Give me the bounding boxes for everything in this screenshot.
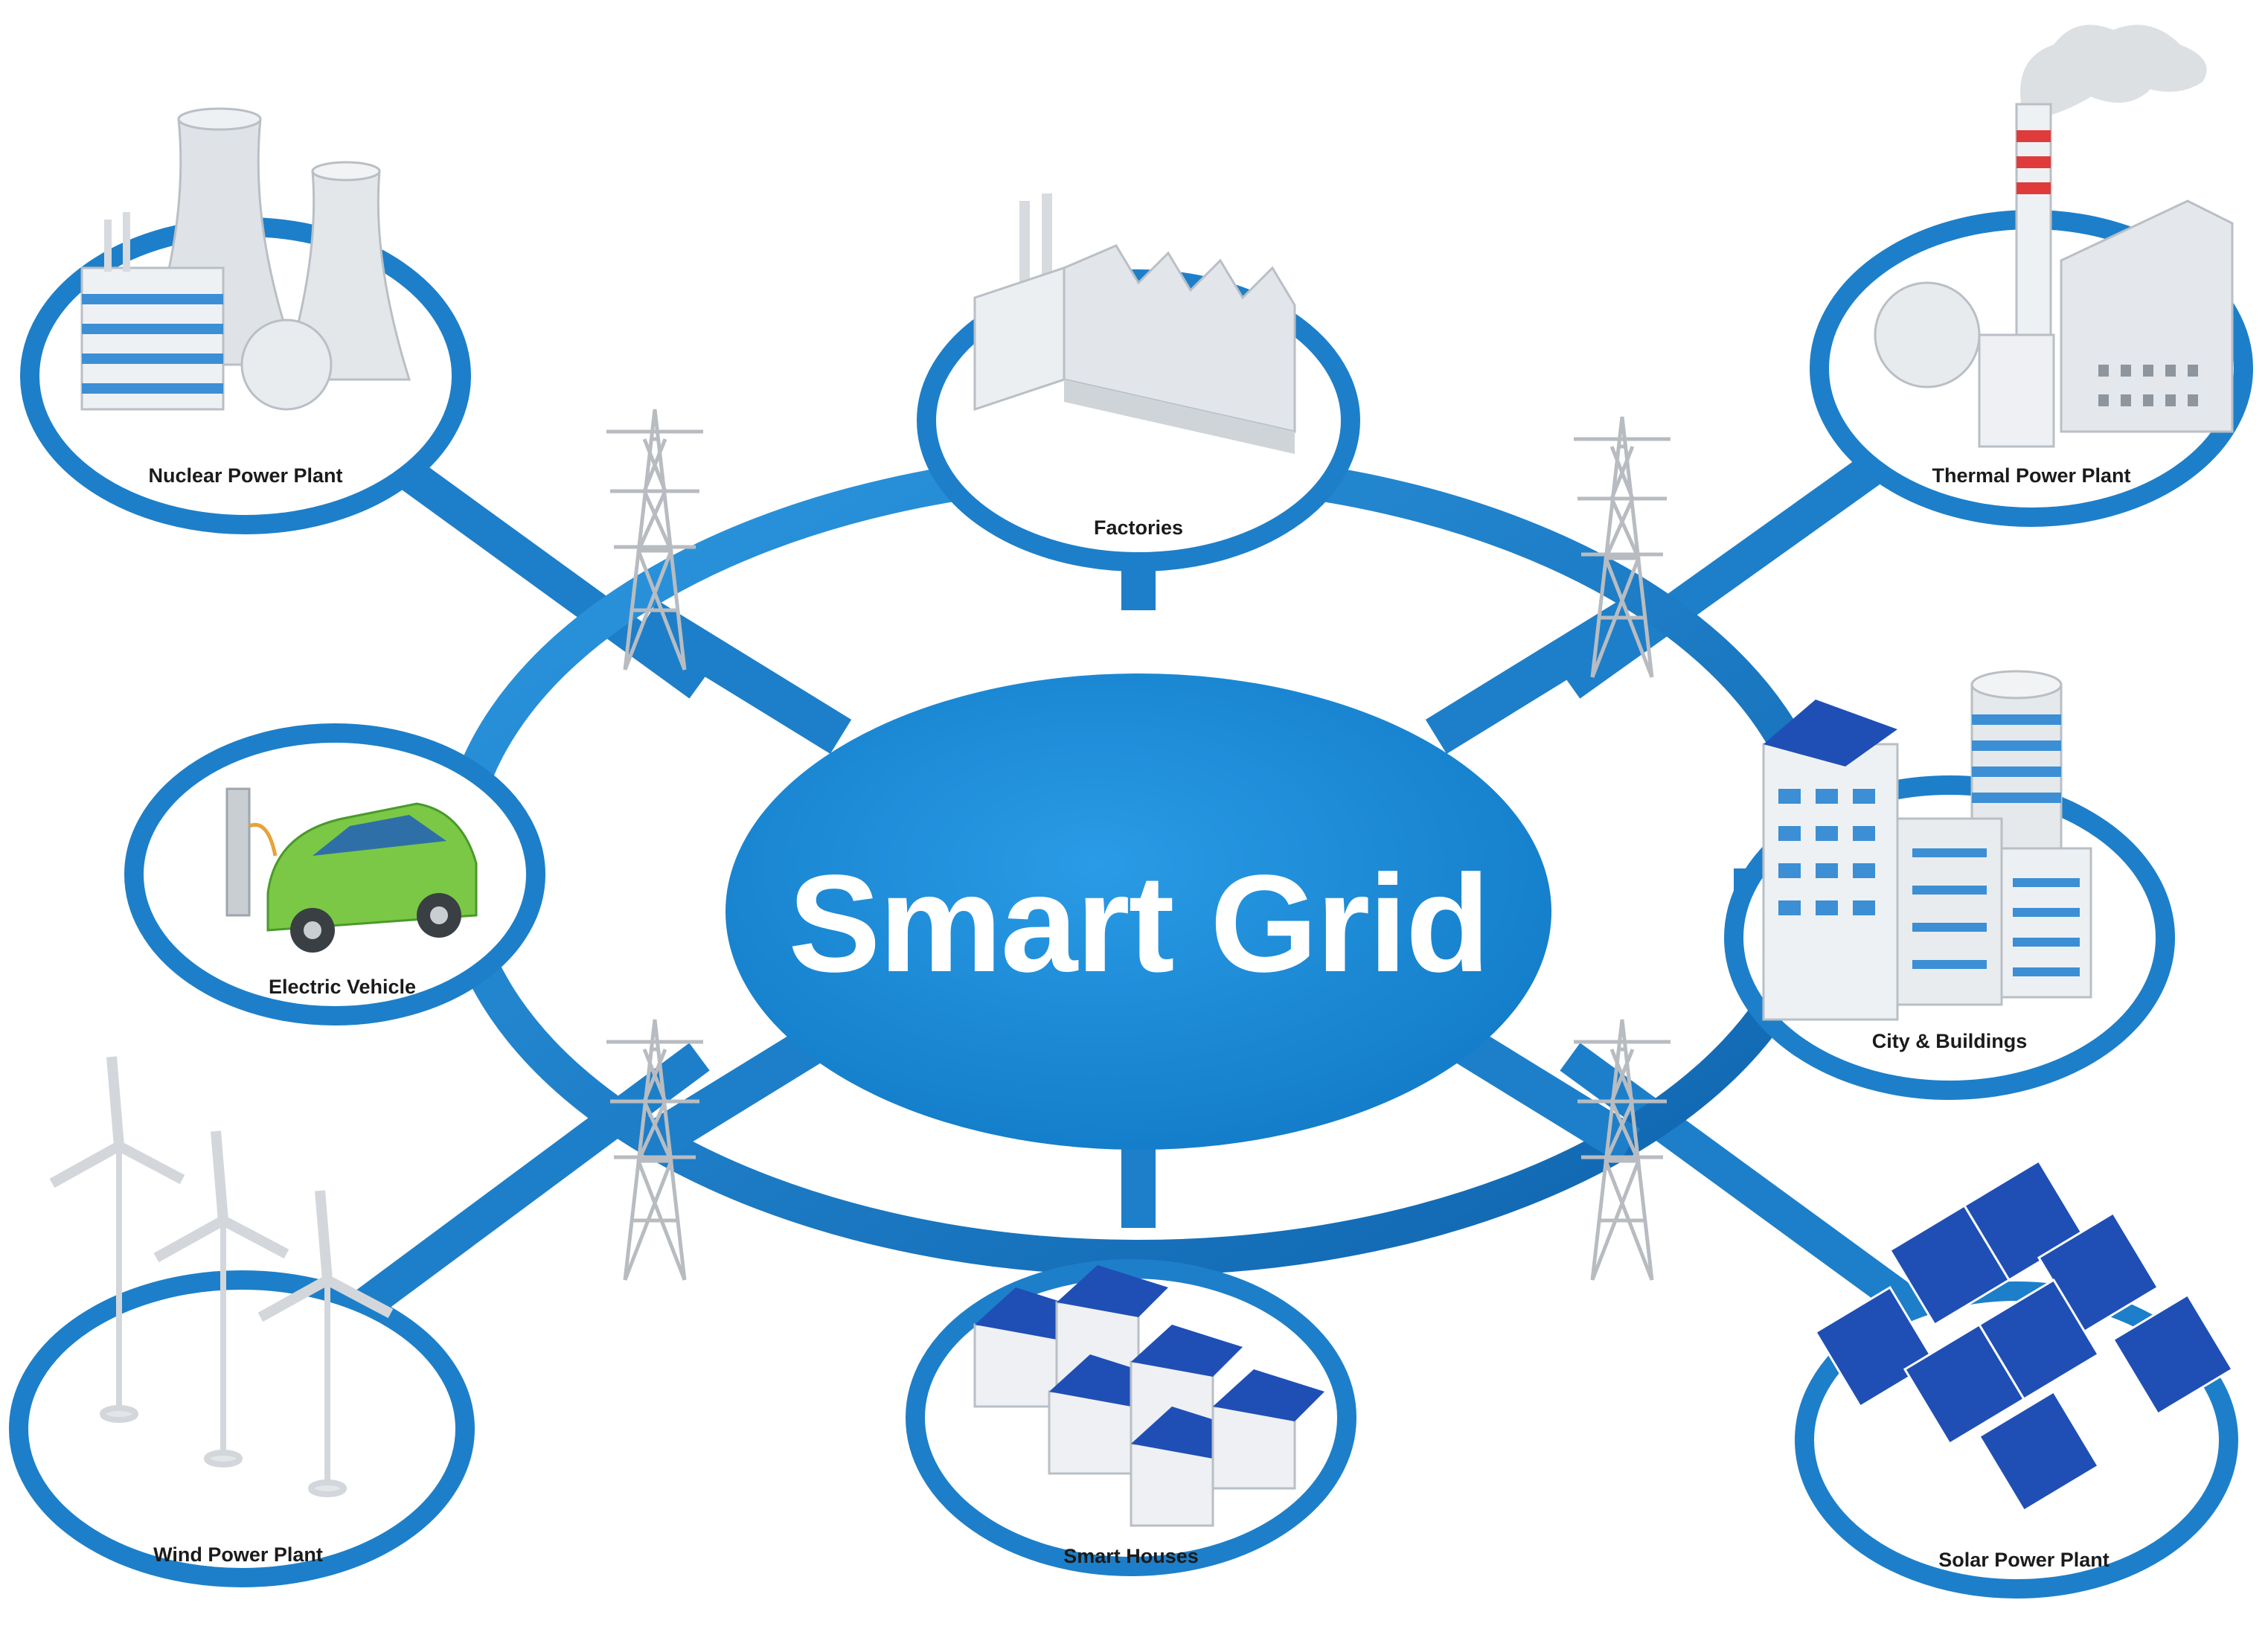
pylon-icon-bottom-right: [1574, 1019, 1670, 1281]
node-nuclear: Nuclear Power Plant: [20, 107, 471, 534]
node-houses: Smart Houses: [906, 1259, 1356, 1576]
node-label-solar: Solar Power Plant: [1938, 1549, 2110, 1571]
wind-turbine-icon: [49, 1056, 394, 1497]
city-buildings-icon: [1762, 670, 2092, 1021]
factory-icon: [973, 193, 1296, 454]
solar-panel-icon: [1813, 1159, 2235, 1513]
node-label-houses: Smart Houses: [1063, 1545, 1199, 1567]
pylon-icons: [606, 409, 1670, 1281]
node-label-city: City & Buildings: [1872, 1030, 2028, 1052]
thermal-plant-icon: [1874, 25, 2234, 448]
node-wind: Wind Power Plant: [9, 1056, 475, 1587]
nuclear-plant-icon: [80, 107, 411, 411]
pylon-icon-top-right: [1574, 416, 1670, 678]
pylon-icon-bottom-left: [606, 1019, 703, 1281]
node-ev: Electric Vehicle: [124, 723, 545, 1025]
node-thermal: Thermal Power Plant: [1810, 25, 2253, 527]
node-city: City & Buildings: [1724, 670, 2175, 1100]
hub: Smart Grid: [725, 673, 1551, 1150]
node-label-wind: Wind Power Plant: [153, 1543, 323, 1566]
pylon-icon-top-left: [606, 409, 703, 671]
smart-house-icon: [973, 1265, 1324, 1527]
node-label-ev: Electric Vehicle: [269, 976, 416, 998]
hub-title: Smart Grid: [788, 847, 1488, 1001]
node-solar: Solar Power Plant: [1795, 1159, 2238, 1599]
node-label-thermal: Thermal Power Plant: [1932, 464, 2130, 487]
node-label-nuclear: Nuclear Power Plant: [148, 464, 342, 487]
electric-car-icon: [225, 787, 478, 953]
node-label-factories: Factories: [1094, 516, 1183, 539]
node-factories: Factories: [917, 193, 1360, 572]
